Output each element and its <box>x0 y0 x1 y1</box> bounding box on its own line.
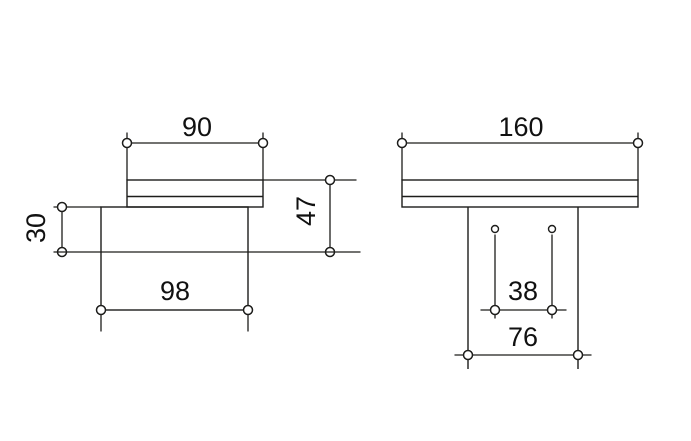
dim-endpoint <box>257 137 269 149</box>
dim-label-76: 76 <box>508 322 538 352</box>
dim-label-30: 30 <box>21 213 51 243</box>
dish-side-profile <box>126 179 264 208</box>
dim-width-top-right-view: 160 <box>396 112 644 181</box>
dim-label-38: 38 <box>508 276 538 306</box>
dim-depth-left-view: 30 <box>21 201 102 258</box>
dim-width-top-left-view: 90 <box>121 112 269 181</box>
dim-endpoint <box>95 304 107 316</box>
dim-height-left-view: 47 <box>262 174 357 258</box>
dim-label-47: 47 <box>291 196 321 226</box>
dim-endpoint <box>121 137 133 149</box>
dim-label-160: 160 <box>498 112 543 142</box>
dim-hole-spacing: 38 <box>480 234 567 319</box>
dim-endpoint <box>489 304 501 316</box>
wall-plate-profile <box>100 206 249 311</box>
dim-endpoint <box>324 174 336 186</box>
right-part-outline <box>401 179 639 369</box>
dim-width-bottom-left-view: 98 <box>95 276 254 332</box>
right-view: 160 38 76 <box>396 112 644 369</box>
dim-endpoint <box>242 304 254 316</box>
dim-endpoint <box>56 201 68 213</box>
dim-label-90: 90 <box>182 112 212 142</box>
dim-bracket-width: 76 <box>454 322 592 361</box>
left-view: 90 98 30 <box>21 112 361 332</box>
mounting-holes <box>490 224 557 234</box>
dim-endpoint <box>632 137 644 149</box>
dim-endpoint <box>462 349 474 361</box>
dim-endpoint <box>546 304 558 316</box>
screw-hole-left <box>490 224 500 234</box>
dim-endpoint <box>572 349 584 361</box>
dish-front-profile <box>401 179 639 208</box>
dim-endpoint <box>396 137 408 149</box>
screw-hole-right <box>547 224 557 234</box>
dim-label-98: 98 <box>160 276 190 306</box>
left-part-outline <box>100 179 264 311</box>
